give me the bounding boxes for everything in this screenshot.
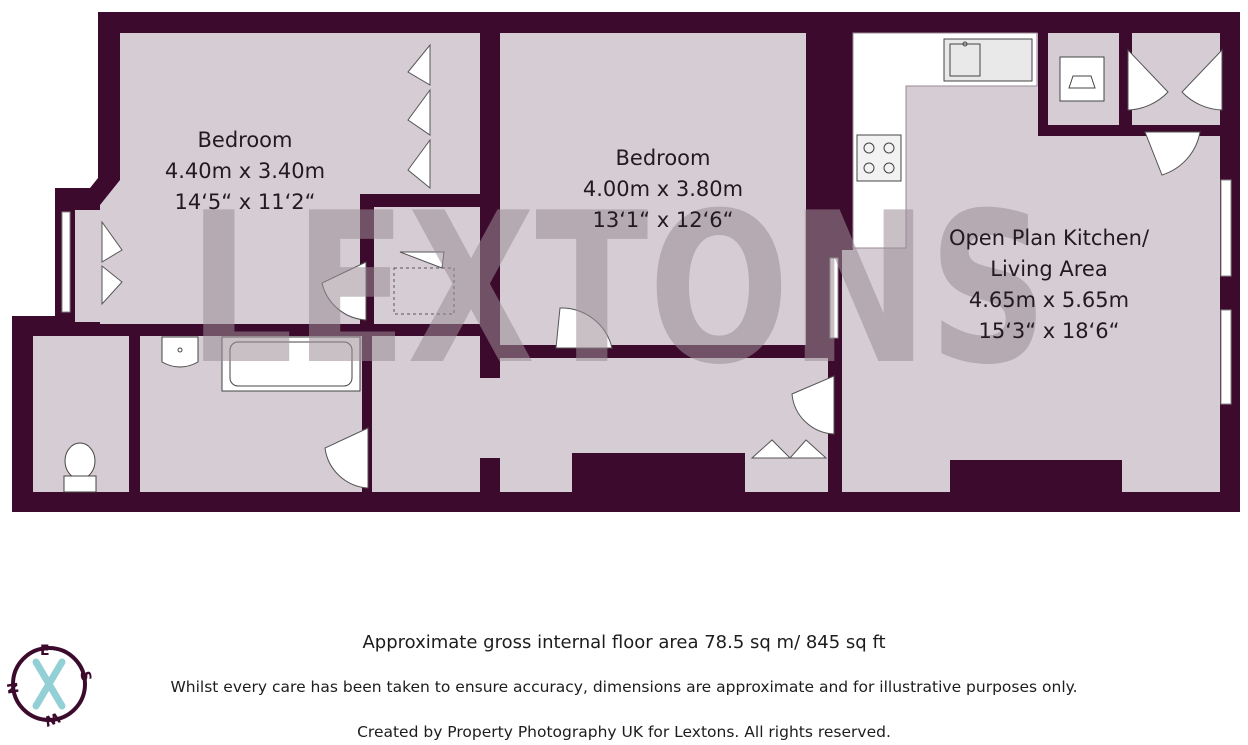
door-bedroom1 xyxy=(321,261,367,321)
door-bathroom xyxy=(324,427,369,489)
bath-icon xyxy=(221,336,361,392)
bedroom2-floor xyxy=(500,33,806,345)
kitchen-metric: 4.65m x 5.65m xyxy=(969,288,1129,312)
kitchen-counter xyxy=(852,32,1038,249)
bedroom2-imperial: 13‘1“ x 12‘6“ xyxy=(592,208,733,232)
bedroom2-label: Bedroom 4.00m x 3.80m 13‘1“ x 12‘6“ xyxy=(583,146,743,232)
door-store-left xyxy=(1127,48,1169,111)
compass-s: S xyxy=(76,670,94,683)
compass-n: N xyxy=(5,681,23,695)
window-recess-left xyxy=(75,210,100,322)
door-bedroom2 xyxy=(555,307,613,349)
kitchen-imperial: 15‘3“ x 18‘6“ xyxy=(978,319,1119,343)
hob-icon xyxy=(856,134,902,182)
door-wardrobe-3 xyxy=(407,138,431,190)
door-living xyxy=(791,375,835,435)
kitchen-floor xyxy=(842,33,1220,492)
cupboard-floor xyxy=(374,207,480,324)
door-window-1 xyxy=(101,220,123,263)
washer-icon xyxy=(1059,56,1105,102)
compass-e: E xyxy=(40,643,50,659)
door-window-2 xyxy=(101,264,123,306)
sink-icon xyxy=(943,38,1033,82)
doors xyxy=(101,43,1223,489)
disclaimer-text: Whilst every care has been taken to ensu… xyxy=(170,678,1078,696)
watermark-text: LEXTONS xyxy=(188,169,1048,411)
toilet-icon xyxy=(63,442,97,493)
door-closet-right xyxy=(788,439,828,459)
door-store-right xyxy=(1181,48,1223,111)
door-wardrobe-2 xyxy=(407,88,431,136)
compass-w: W xyxy=(42,708,62,728)
bedroom1-imperial: 14‘5“ x 11‘2“ xyxy=(174,190,315,214)
door-closet-left xyxy=(750,439,792,459)
bedroom1-label: Bedroom 4.40m x 3.40m 14‘5“ x 11‘2“ xyxy=(165,128,325,214)
kitchen-name-line2: Living Area xyxy=(990,257,1107,281)
windows xyxy=(61,179,1232,405)
basin-icon xyxy=(161,336,199,368)
door-cupboard xyxy=(399,251,445,269)
door-utility xyxy=(1144,131,1201,176)
bedroom2-name: Bedroom xyxy=(616,146,711,170)
credit-text: Created by Property Photography UK for L… xyxy=(357,723,891,741)
bedroom1-name: Bedroom xyxy=(198,128,293,152)
kitchen-label: Open Plan Kitchen/ Living Area 4.65m x 5… xyxy=(949,226,1150,343)
interior-walls xyxy=(12,30,1220,512)
loft-hatch xyxy=(393,267,455,315)
door-wardrobe-1 xyxy=(407,43,431,86)
bedroom2-metric: 4.00m x 3.80m xyxy=(583,177,743,201)
floor-area-text: Approximate gross internal floor area 78… xyxy=(362,632,886,653)
bedroom1-metric: 4.40m x 3.40m xyxy=(165,159,325,183)
kitchen-name-line1: Open Plan Kitchen/ xyxy=(949,226,1150,250)
bedroom1-floor xyxy=(100,33,480,324)
compass-icon: E S W N xyxy=(5,643,94,729)
